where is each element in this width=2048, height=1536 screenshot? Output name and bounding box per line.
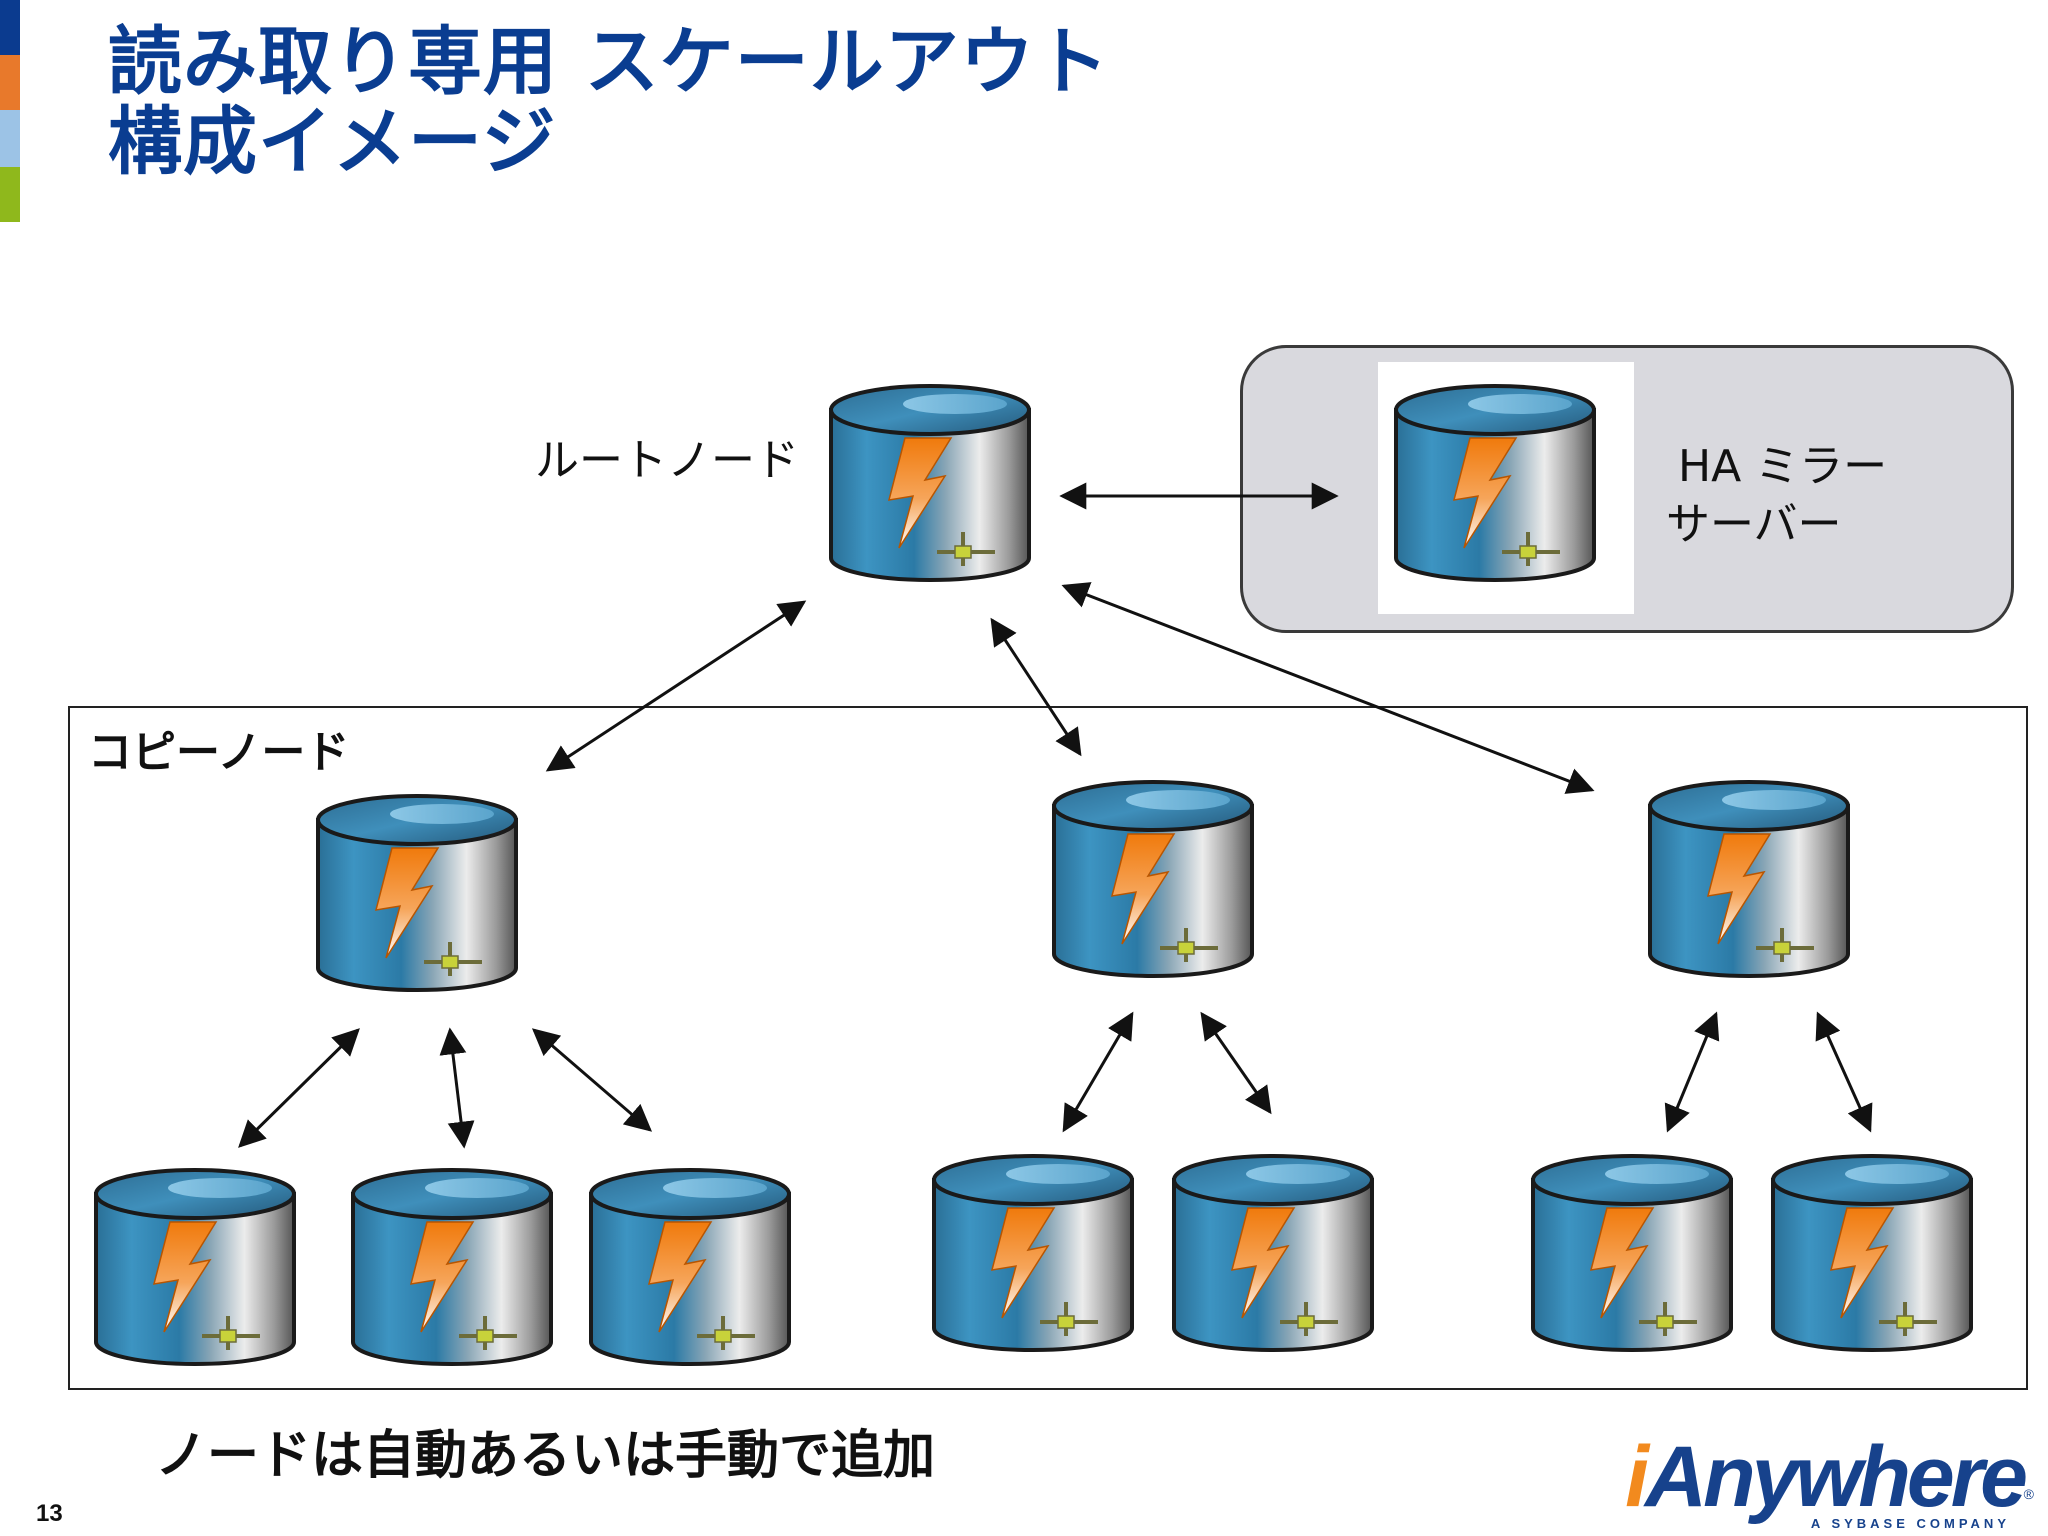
arrow-copy3-leaf-7	[1815, 1011, 1873, 1133]
arrow-copy2-leaf-5	[1200, 1011, 1272, 1115]
logo-tagline: A SYBASE COMPANY	[1810, 1516, 2010, 1531]
accent-bar-green	[0, 167, 20, 222]
leaf-node-2-database-icon	[351, 1168, 553, 1366]
accent-bar-blue	[0, 0, 20, 55]
logo-i: i	[1625, 1429, 1649, 1525]
accent-bar-lightblue	[0, 110, 20, 167]
arrow-copy1-leaf-2	[439, 1027, 475, 1149]
ianywhere-logo: iAnywhere ® A SYBASE COMPANY	[1594, 1429, 2034, 1532]
leaf-node-6-database-icon	[1531, 1154, 1733, 1352]
root-node-label: ルートノード	[535, 435, 799, 486]
title-line-2: 構成イメージ	[108, 99, 557, 185]
leaf-node-4-database-icon	[932, 1154, 1134, 1352]
arrow-copy2-leaf-4	[1062, 1011, 1134, 1133]
page-number: 13	[36, 1500, 63, 1527]
footer-caption: ノードは自動あるいは手動で追加	[155, 1426, 936, 1486]
leaf-node-5-database-icon	[1172, 1154, 1374, 1352]
title-line-1: 読み取り専用 スケールアウト	[108, 19, 1110, 105]
copy-node-3-database-icon	[1648, 780, 1850, 978]
logo-registered: ®	[2023, 1486, 2034, 1502]
copy-node-1-database-icon	[316, 794, 518, 992]
copy-node-2-database-icon	[1052, 780, 1254, 978]
arrow-copy1-leaf-1	[238, 1028, 360, 1148]
ha-mirror-database-icon	[1394, 384, 1596, 582]
page-title: 読み取り専用 スケールアウト 構成イメージ	[108, 22, 1110, 182]
logo-wordmark: iAnywhere	[1625, 1428, 2028, 1527]
arrow-copy3-leaf-6	[1664, 1011, 1720, 1133]
arrow-copy1-leaf-3	[531, 1028, 653, 1132]
ha-mirror-label-line-2: サーバー	[1666, 499, 1842, 550]
copy-nodes-label: コピーノード	[88, 727, 350, 778]
root-node-database-icon	[829, 384, 1031, 582]
ha-mirror-label-line-1: HA ミラー	[1678, 441, 1888, 492]
arrow-root-copy-2	[990, 617, 1082, 757]
arrow-root-copy-3	[1061, 582, 1595, 794]
accent-bar-orange	[0, 55, 20, 110]
leaf-node-7-database-icon	[1771, 1154, 1973, 1352]
arrow-root-copy-1	[545, 600, 807, 772]
leaf-node-1-database-icon	[94, 1168, 296, 1366]
leaf-node-3-database-icon	[589, 1168, 791, 1366]
logo-word: Anywhere	[1644, 1429, 2028, 1525]
